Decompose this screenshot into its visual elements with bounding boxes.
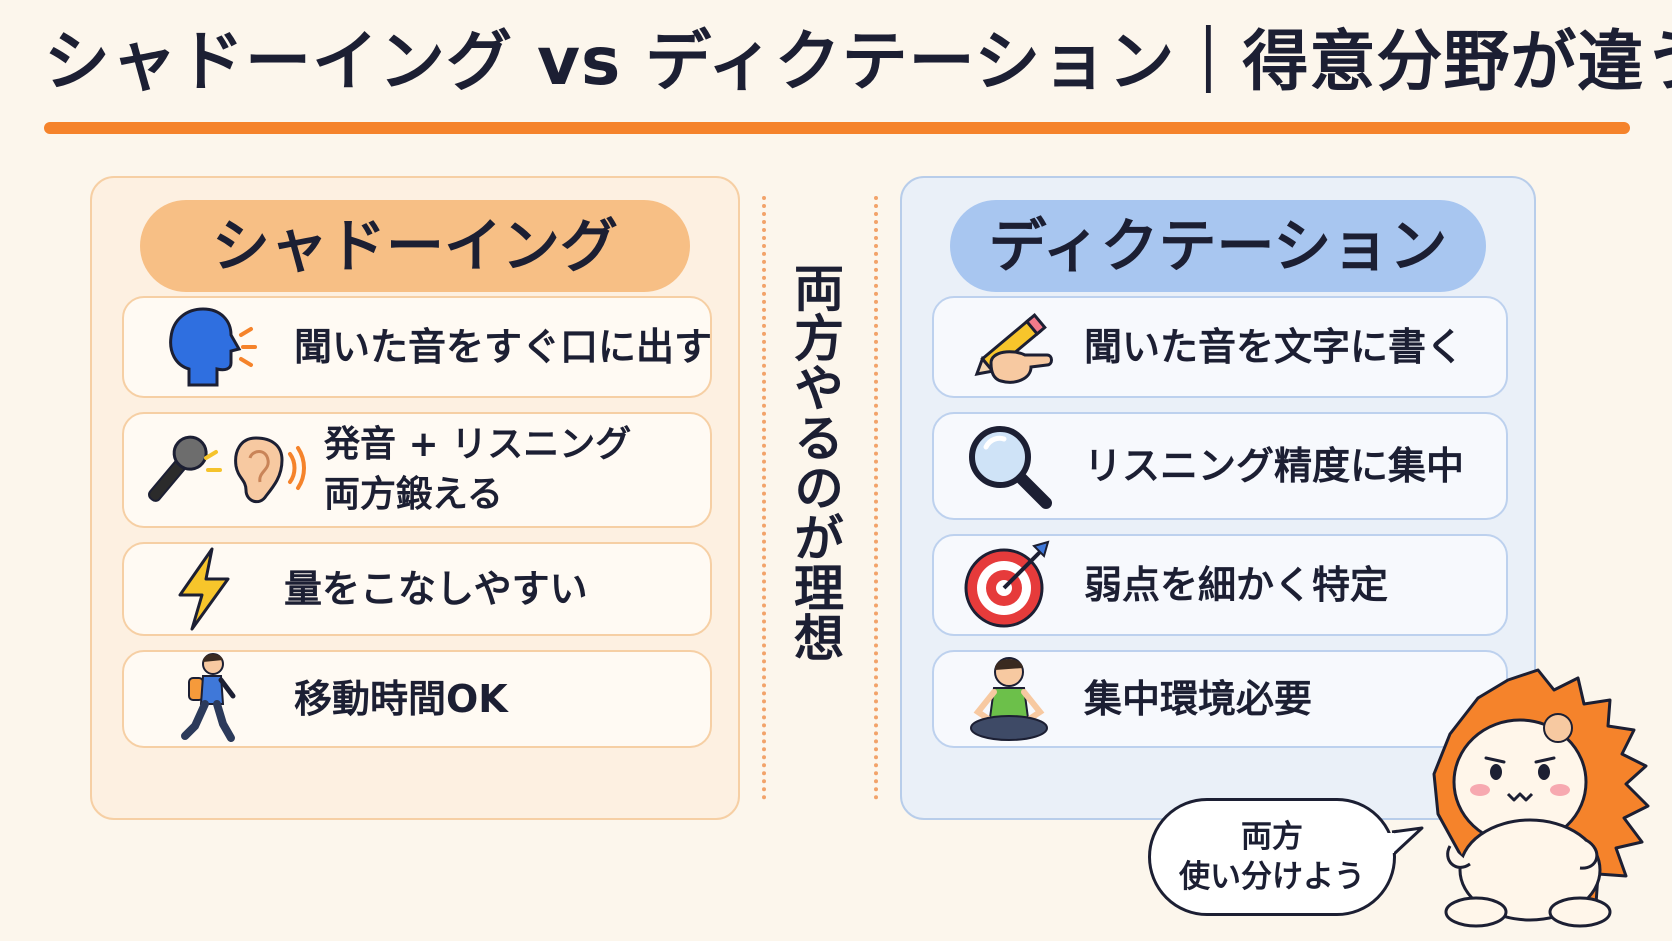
microphone-ear-icon [124, 430, 324, 510]
shadowing-item-2-text: 発音 + リスニング 両方鍛える [324, 420, 631, 520]
shadowing-item-2-label-line1: 発音 + リスニング [324, 424, 632, 465]
dictation-panel: ディクテーション 聞いた音を文字に書く リスニング精度に集中 [900, 176, 1536, 820]
dictation-item-2: リスニング精度に集中 [932, 412, 1508, 520]
shadowing-item-2-label-line2: 両方鍛える [324, 474, 503, 515]
target-icon [934, 540, 1084, 630]
magnifier-icon [934, 421, 1084, 511]
speech-bubble-tail [1386, 826, 1424, 856]
speech-bubble-line1: 両方 [1241, 819, 1303, 855]
shadowing-item-4: 移動時間OK [122, 650, 712, 748]
speech-bubble-line2: 使い分けよう [1179, 859, 1365, 895]
shadowing-item-1: 聞いた音をすぐ口に出す [122, 296, 712, 398]
divider-left [762, 196, 766, 800]
shadowing-heading: シャドーイング [140, 200, 690, 292]
dictation-item-2-label: リスニング精度に集中 [1084, 444, 1465, 488]
dictation-item-3: 弱点を細かく特定 [932, 534, 1508, 636]
shadowing-item-1-label: 聞いた音をすぐ口に出す [294, 325, 713, 369]
dictation-item-4-label: 集中環境必要 [1084, 677, 1313, 721]
hedgehog-mascot-icon [1432, 668, 1650, 928]
divider-right [874, 196, 878, 800]
meditating-person-icon [934, 654, 1084, 744]
shadowing-panel: シャドーイング 聞いた音をすぐ口に出す [90, 176, 740, 820]
shadowing-item-2: 発音 + リスニング 両方鍛える [122, 412, 712, 528]
lightning-icon [124, 547, 284, 631]
speaking-head-icon [124, 305, 294, 389]
walking-person-icon [124, 652, 294, 746]
dictation-item-3-label: 弱点を細かく特定 [1084, 563, 1389, 607]
shadowing-item-4-label: 移動時間OK [294, 677, 508, 721]
writing-hand-icon [934, 305, 1084, 389]
center-message: 両方やるのが理想 [786, 262, 844, 662]
shadowing-item-3: 量をこなしやすい [122, 542, 712, 636]
page-title: シャドーイング vs ディクテーション｜得意分野が違う [44, 23, 1672, 100]
title-underline [44, 122, 1630, 134]
speech-bubble: 両方 使い分けよう [1148, 798, 1396, 916]
dictation-item-1: 聞いた音を文字に書く [932, 296, 1508, 398]
dictation-item-1-label: 聞いた音を文字に書く [1084, 325, 1465, 369]
dictation-item-4: 集中環境必要 [932, 650, 1508, 748]
shadowing-item-3-label: 量をこなしやすい [284, 567, 588, 611]
dictation-heading: ディクテーション [950, 200, 1486, 292]
